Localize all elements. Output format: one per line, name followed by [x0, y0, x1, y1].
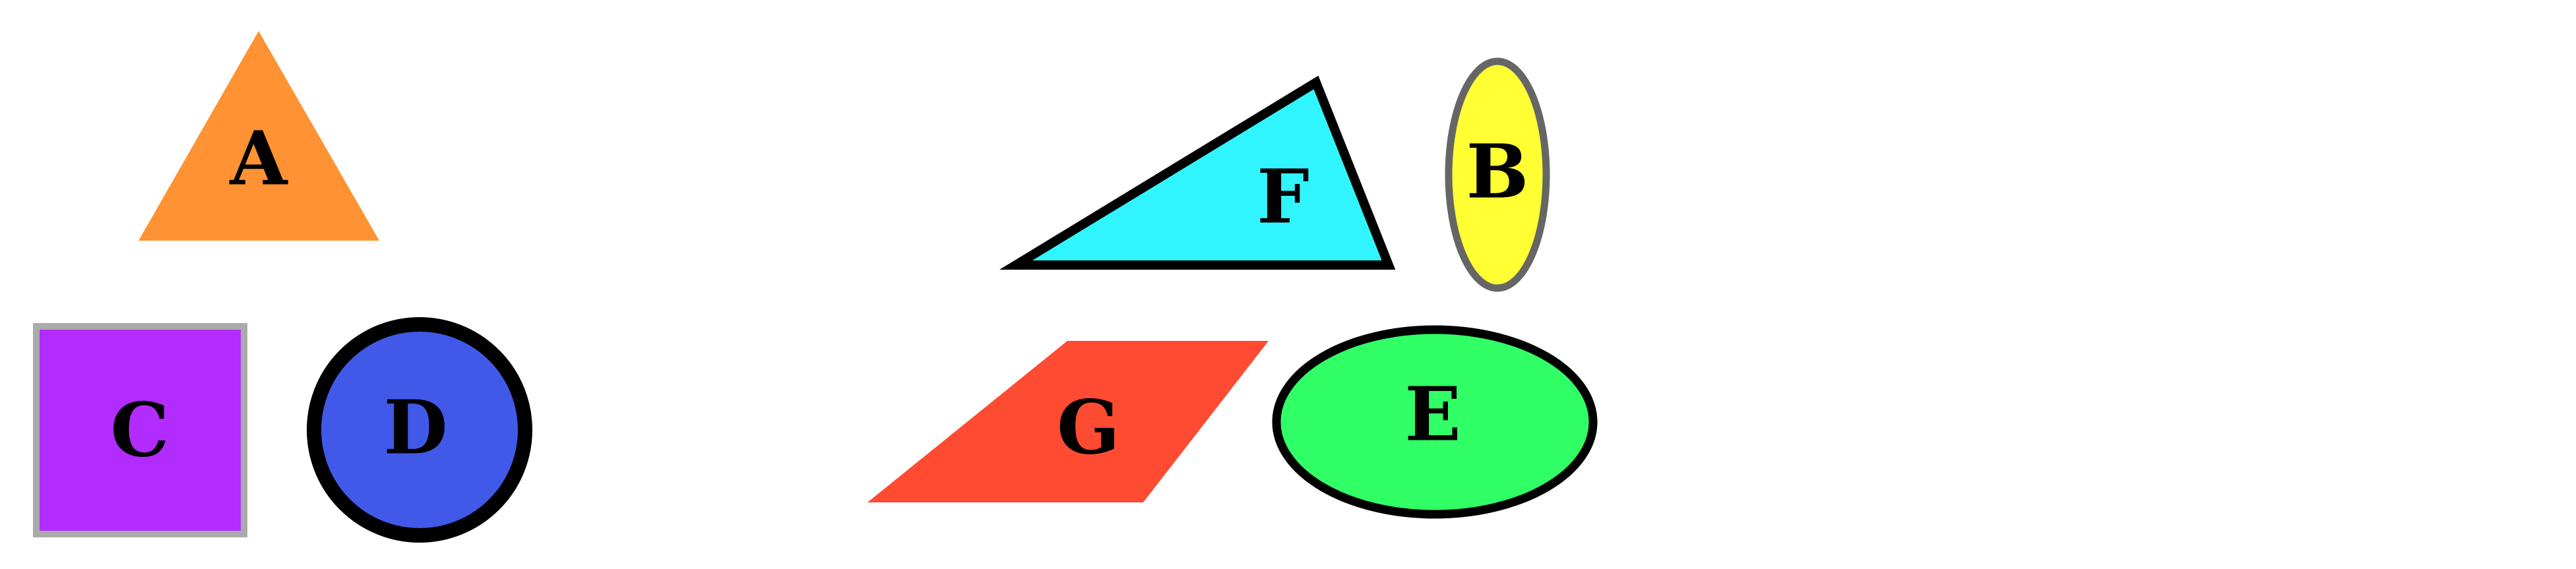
shape-d: D	[307, 317, 532, 543]
triangle-a	[139, 31, 379, 241]
ellipse-e	[1272, 325, 1598, 519]
label-e: E	[1404, 371, 1461, 458]
label-g: G	[1057, 384, 1120, 471]
shape-a: A	[139, 31, 379, 241]
parallelogram-g	[867, 341, 1269, 502]
shape-f: F	[999, 75, 1396, 270]
circle-d	[307, 317, 532, 543]
shape-e: E	[1272, 325, 1598, 519]
label-c: C	[110, 387, 169, 473]
shape-c: C	[33, 323, 247, 537]
shape-g: G	[867, 341, 1269, 502]
label-f: F	[1257, 154, 1309, 240]
label-b: B	[1466, 129, 1529, 215]
label-d: D	[383, 384, 447, 471]
label-a: A	[230, 115, 289, 202]
square-c	[33, 323, 247, 537]
triangle-f	[999, 75, 1396, 270]
shape-b: B	[1445, 57, 1550, 292]
ellipse-b	[1445, 57, 1550, 292]
